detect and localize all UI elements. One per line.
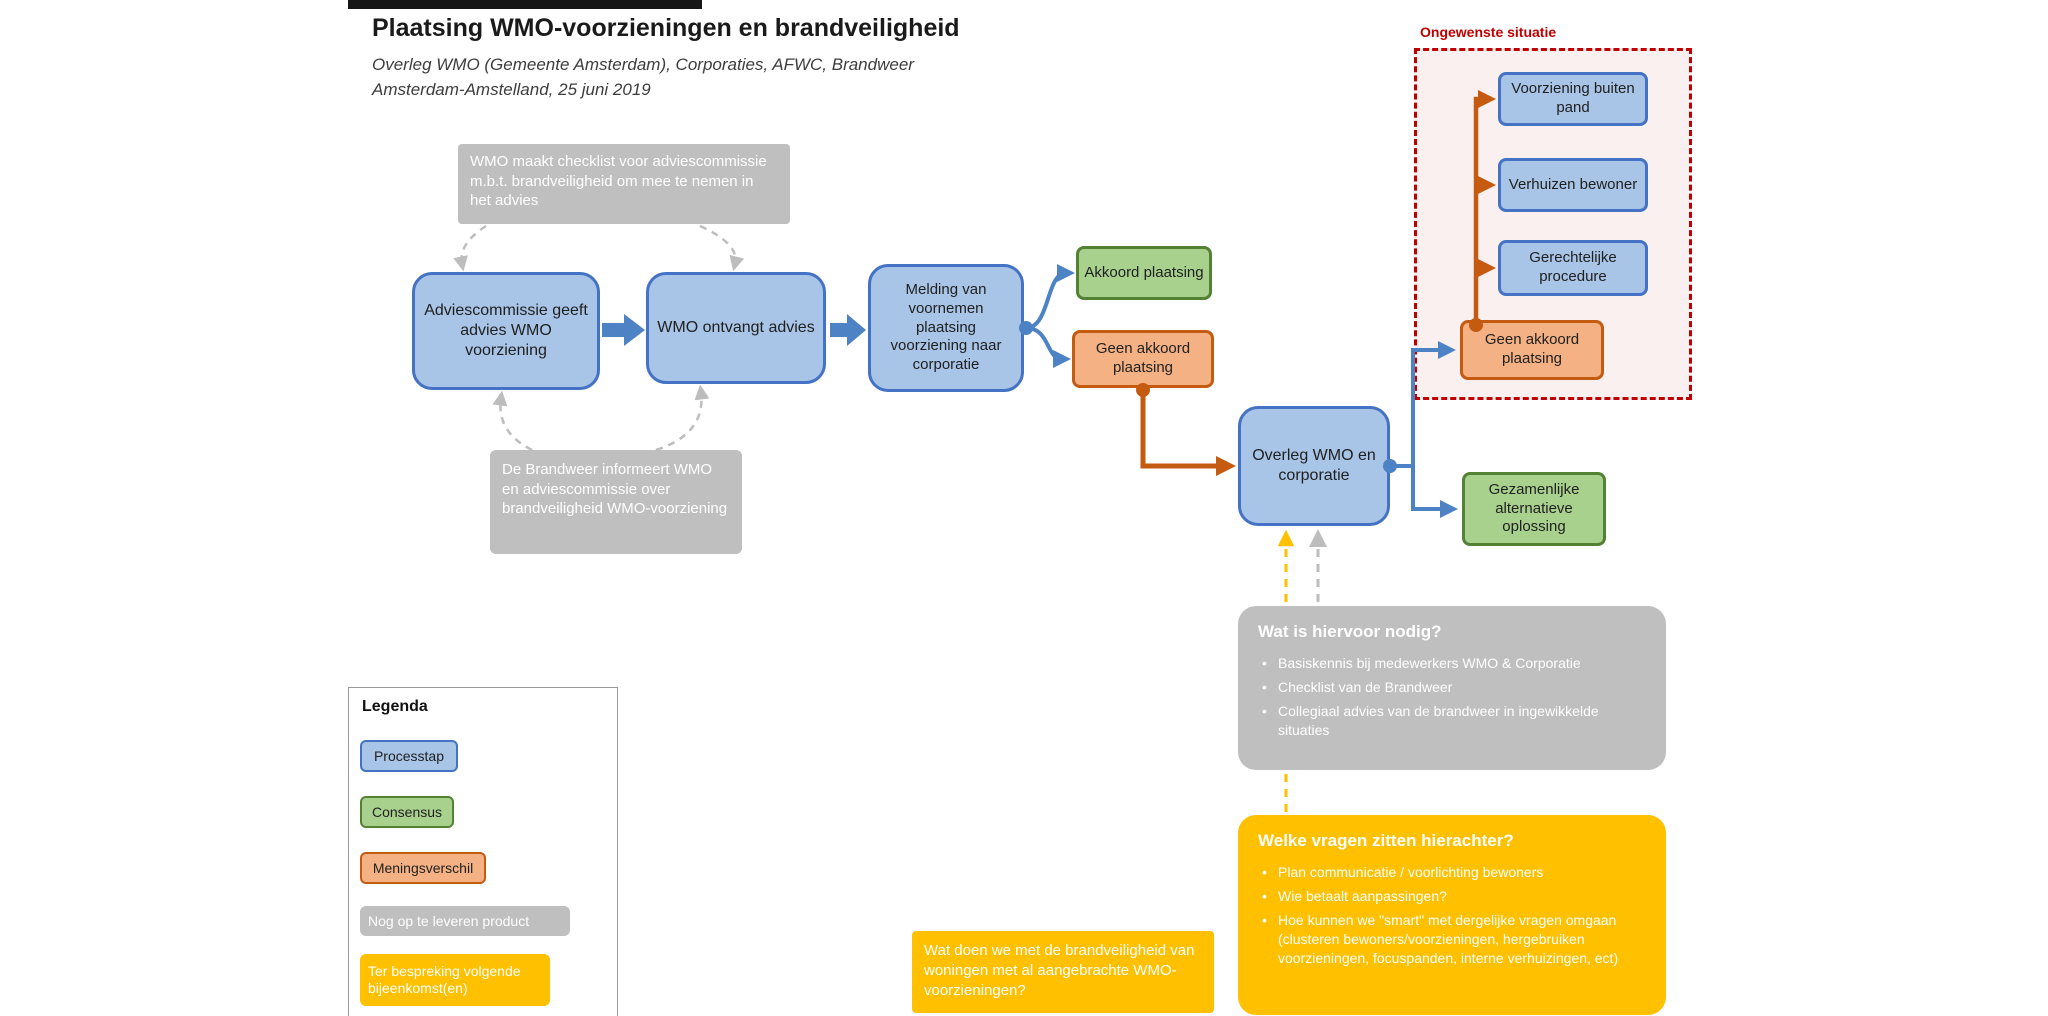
step-overleg-wmo-corporatie: Overleg WMO en corporatie xyxy=(1238,406,1390,526)
box-gezamenlijke-oplossing: Gezamenlijke alternatieve oplossing xyxy=(1462,472,1606,546)
panel-wat-is-nodig-list: Basiskennis bij medewerkers WMO & Corpor… xyxy=(1258,654,1646,740)
step-adviescommissie: Adviescommissie geeft advies WMO voorzie… xyxy=(412,272,600,390)
box-akkoord-plaatsing: Akkoord plaatsing xyxy=(1076,246,1212,300)
box-voorziening-buiten-pand: Voorziening buiten pand xyxy=(1498,72,1648,126)
question-box-brandveiligheid: Wat doen we met de brandveiligheid van w… xyxy=(912,931,1214,1013)
note-wmo-checklist: WMO maakt checklist voor adviescommissie… xyxy=(458,144,790,224)
bullet-item: Hoe kunnen we "smart" met dergelijke vra… xyxy=(1258,911,1646,968)
legend-chip-processtap: Processtap xyxy=(360,740,458,772)
dashed-checklist-step1 xyxy=(453,224,487,272)
legend-chip-op-te-leveren: Nog op te leveren product xyxy=(360,906,570,936)
note-brandweer-informeert: De Brandweer informeert WMO en adviescom… xyxy=(490,450,742,554)
legend-chip-consensus: Consensus xyxy=(360,796,454,828)
bullet-item: Wie betaalt aanpassingen? xyxy=(1258,887,1646,906)
dashed-brandweer-step1 xyxy=(492,390,533,452)
panel-wat-is-nodig: Wat is hiervoor nodig? Basiskennis bij m… xyxy=(1238,606,1666,770)
step-wmo-ontvangt-advies: WMO ontvangt advies xyxy=(646,272,826,384)
connector-melding-geen-akkoord xyxy=(1025,326,1071,368)
bullet-item: Basiskennis bij medewerkers WMO & Corpor… xyxy=(1258,654,1646,673)
legend-chip-ter-bespreking: Ter bespreking volgende bijeenkomst(en) xyxy=(360,954,550,1006)
connector-overleg-gezamenlijk xyxy=(1390,464,1458,518)
legend-chip-meningsverschil: Meningsverschil xyxy=(360,852,486,884)
box-geen-akkoord-plaatsing: Geen akkoord plaatsing xyxy=(1072,330,1214,388)
step-melding-plaatsing: Melding van voornemen plaatsing voorzien… xyxy=(868,264,1024,392)
dashed-checklist-step2 xyxy=(699,224,745,272)
flow-arrow-step2-step3 xyxy=(830,314,866,346)
flow-arrow-step1-step2 xyxy=(602,314,645,346)
box-verhuizen-bewoner: Verhuizen bewoner xyxy=(1498,158,1648,212)
box-geen-akkoord-plaatsing-2: Geen akkoord plaatsing xyxy=(1460,320,1604,380)
panel-wat-is-nodig-title: Wat is hiervoor nodig? xyxy=(1258,622,1442,641)
box-gerechtelijke-procedure: Gerechtelijke procedure xyxy=(1498,240,1648,296)
connector-geen-akkoord-overleg xyxy=(1140,389,1236,476)
panel-welke-vragen-title: Welke vragen zitten hierachter? xyxy=(1258,831,1514,850)
panel-welke-vragen-list: Plan communicatie / voorlichting bewoner… xyxy=(1258,863,1646,968)
connector-melding-akkoord xyxy=(1025,264,1075,330)
page-subtitle: Overleg WMO (Gemeente Amsterdam), Corpor… xyxy=(372,52,914,102)
bullet-item: Collegiaal advies van de brandweer in in… xyxy=(1258,702,1646,740)
page-title: Plaatsing WMO-voorzieningen en brandveil… xyxy=(372,14,960,42)
dashed-brandweer-step2 xyxy=(655,384,710,452)
legend-title: Legenda xyxy=(362,698,428,715)
panel-welke-vragen: Welke vragen zitten hierachter? Plan com… xyxy=(1238,815,1666,1015)
subtitle-line-2: Amsterdam-Amstelland, 25 juni 2019 xyxy=(372,80,651,99)
bullet-item: Checklist van de Brandweer xyxy=(1258,678,1646,697)
subtitle-line-1: Overleg WMO (Gemeente Amsterdam), Corpor… xyxy=(372,55,914,74)
bullet-item: Plan communicatie / voorlichting bewoner… xyxy=(1258,863,1646,882)
window-edge-strip xyxy=(348,0,702,9)
undesired-situation-label: Ongewenste situatie xyxy=(1420,24,1557,40)
